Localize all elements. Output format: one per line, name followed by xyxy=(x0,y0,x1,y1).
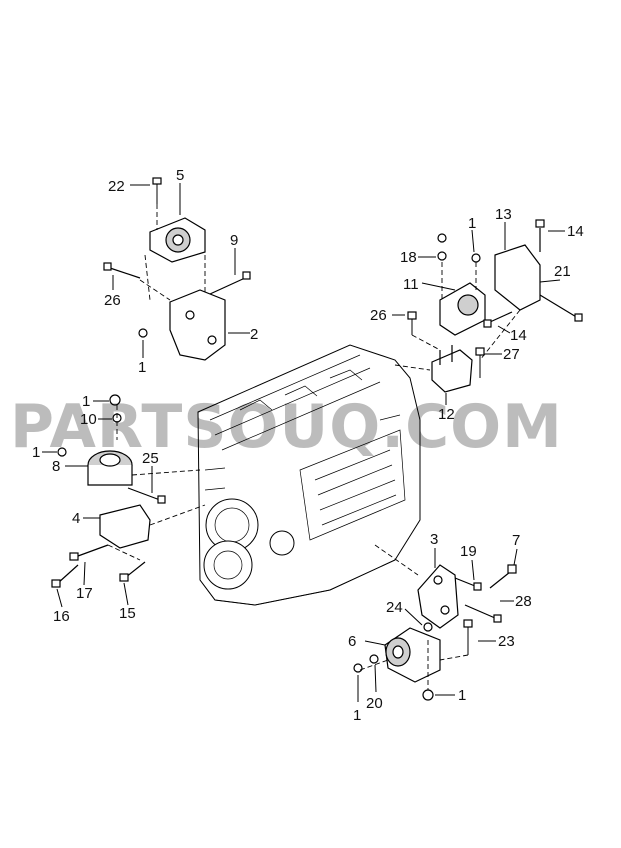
bolt-25 xyxy=(127,487,166,504)
bolt-15 xyxy=(119,561,146,582)
bolt-17 xyxy=(69,544,109,561)
bracket-3 xyxy=(417,564,459,629)
label-1-topright: 1 xyxy=(468,215,476,232)
label-23: 23 xyxy=(498,633,515,650)
leader-lines xyxy=(42,183,565,702)
bolt-7 xyxy=(489,564,517,589)
nut-1-bottom-a xyxy=(353,663,363,673)
bolt-9 xyxy=(209,271,251,295)
label-16: 16 xyxy=(53,608,70,625)
bolt-28 xyxy=(464,604,502,623)
label-19: 19 xyxy=(460,543,477,560)
label-26-left: 26 xyxy=(104,292,121,309)
label-1-bottom-left: 1 xyxy=(353,707,361,724)
label-1-left-a: 1 xyxy=(82,393,90,410)
label-5: 5 xyxy=(176,167,184,184)
label-12: 12 xyxy=(438,406,455,423)
mount-bracket-5 xyxy=(149,217,206,263)
label-25: 25 xyxy=(142,450,159,467)
label-3: 3 xyxy=(430,531,438,548)
nut-18 xyxy=(437,251,447,261)
label-11: 11 xyxy=(403,276,419,293)
nut-1-left-a xyxy=(109,394,121,406)
nut-1-topright-a xyxy=(437,233,447,243)
bolt-22 xyxy=(152,177,162,204)
label-22: 22 xyxy=(108,178,125,195)
label-7: 7 xyxy=(512,532,520,549)
label-15: 15 xyxy=(119,605,136,622)
nut-1-left-b xyxy=(57,447,67,457)
label-18: 18 xyxy=(400,249,417,266)
label-10: 10 xyxy=(80,411,97,428)
bolt-16 xyxy=(51,564,79,588)
washer-20 xyxy=(369,654,379,664)
label-1-topleft: 1 xyxy=(138,359,146,376)
mount-bracket-12 xyxy=(431,345,473,393)
label-14-top: 14 xyxy=(567,223,584,240)
nut-1-bottom-b xyxy=(422,689,434,701)
label-1-left-b: 1 xyxy=(32,444,40,461)
nut-1-topright-b xyxy=(471,253,481,263)
washer-24 xyxy=(423,622,433,632)
label-24: 24 xyxy=(386,599,403,616)
engine-block xyxy=(197,344,421,606)
label-8: 8 xyxy=(52,458,60,475)
nut-1-topleft xyxy=(138,328,148,338)
mount-bracket-13 xyxy=(494,244,541,311)
label-27: 27 xyxy=(503,346,520,363)
label-2: 2 xyxy=(250,326,258,343)
label-4: 4 xyxy=(72,510,80,527)
mount-6 xyxy=(384,627,441,683)
label-13: 13 xyxy=(495,206,512,223)
bolt-14-top xyxy=(535,219,545,252)
bolt-14-mid xyxy=(483,311,513,328)
part-labels: 22 5 9 26 2 1 13 14 1 18 21 11 26 14 27 … xyxy=(32,167,584,724)
bolt-26-left xyxy=(103,262,141,279)
label-17: 17 xyxy=(76,585,93,602)
mount-bracket-2 xyxy=(169,289,226,361)
label-14-mid: 14 xyxy=(510,327,527,344)
bracket-4 xyxy=(99,504,151,549)
label-1-bottom-right: 1 xyxy=(458,687,466,704)
label-21: 21 xyxy=(554,263,571,280)
bolt-19 xyxy=(454,577,482,591)
label-9: 9 xyxy=(230,232,238,249)
mount-bracket-11 xyxy=(439,282,486,336)
bolt-23 xyxy=(463,619,473,655)
label-6: 6 xyxy=(348,633,356,650)
label-26-right: 26 xyxy=(370,307,387,324)
bolt-21 xyxy=(539,294,583,322)
bolt-26-right xyxy=(407,311,417,335)
label-20: 20 xyxy=(366,695,383,712)
watermark: PARTSOUQ.COM xyxy=(10,392,563,462)
bolt-27 xyxy=(475,347,485,378)
label-28: 28 xyxy=(515,593,532,610)
